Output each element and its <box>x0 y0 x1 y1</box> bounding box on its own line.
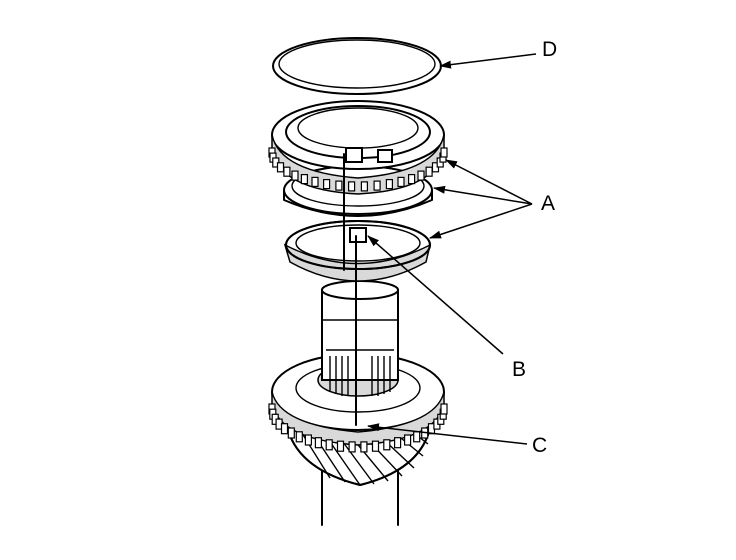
lower-synchro-ring <box>283 220 432 282</box>
gear-tooth <box>440 147 448 158</box>
gear-tooth <box>348 441 356 453</box>
callout-b: B <box>367 235 526 381</box>
gear-tooth <box>283 166 291 177</box>
gear-tooth <box>323 179 331 190</box>
gear-tooth <box>304 434 312 446</box>
gear-tooth <box>300 174 308 185</box>
gear-tooth <box>394 437 402 449</box>
gear-tooth <box>408 174 416 185</box>
gear-tooth <box>276 162 285 173</box>
callout-d: D <box>439 38 557 69</box>
gear-tooth <box>280 423 289 435</box>
gear-tooth <box>417 170 425 181</box>
gear-tooth <box>336 440 345 452</box>
gear-tooth <box>371 440 380 452</box>
gear-tooth <box>314 437 322 449</box>
gear-tooth <box>360 441 368 453</box>
callout-a: A <box>429 159 555 239</box>
alignment-lines <box>343 153 357 426</box>
gear-tooth <box>440 403 448 415</box>
gear-tooth <box>373 180 381 191</box>
callout-label-a: A <box>541 192 555 215</box>
upper-synchro-ring <box>268 100 448 195</box>
splined-hub <box>321 280 399 396</box>
gear-tooth <box>348 181 356 192</box>
snap-ring <box>272 37 442 95</box>
gear-tooth <box>295 431 303 443</box>
gear-tooth <box>404 434 412 446</box>
gear-tooth <box>325 439 333 451</box>
gear-tooth <box>397 176 405 187</box>
gear-tooth <box>311 176 319 187</box>
gear-tooth <box>291 170 299 181</box>
shaft <box>321 469 399 526</box>
gear-tooth <box>335 180 343 191</box>
gear-tooth <box>360 181 368 192</box>
gear-tooth <box>383 439 391 451</box>
gear-tooth <box>287 427 295 439</box>
gear-tooth <box>413 431 421 443</box>
gear-tooth <box>385 179 393 190</box>
callout-c: C <box>367 423 547 457</box>
callout-label-b: B <box>512 358 526 381</box>
callout-label-d: D <box>542 38 557 61</box>
gear-tooth <box>425 166 433 177</box>
callout-label-c: C <box>532 434 547 457</box>
